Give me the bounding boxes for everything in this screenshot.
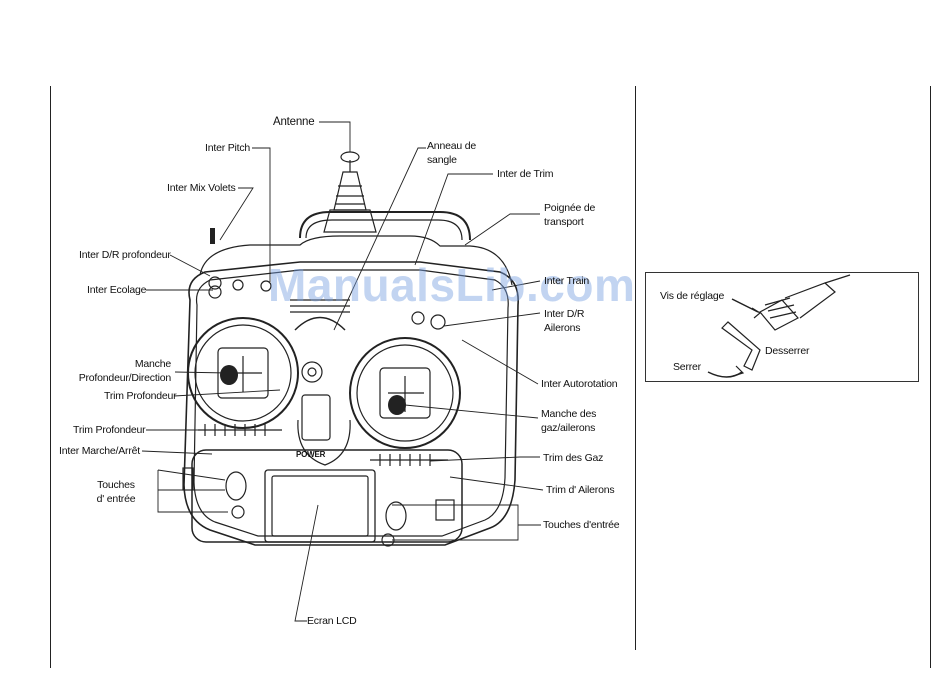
label-touches-entree-left: Touches d' entrée: [80, 478, 152, 506]
label-poignee-de-transport: Poignée de transport: [544, 201, 595, 229]
inset-label-serrer: Serrer: [673, 361, 701, 373]
label-inter-dr-line2: Ailerons: [544, 322, 581, 334]
label-antenne: Antenne: [273, 116, 315, 128]
inset-label-desserrer: Desserrer: [765, 345, 810, 357]
antenna-illustration: [323, 151, 377, 233]
label-inter-autorotation: Inter Autorotation: [541, 378, 618, 390]
label-inter-pitch: Inter Pitch: [205, 142, 251, 154]
transmitter-body: [182, 211, 519, 547]
label-inter-marche-arret: Inter Marche/Arrêt: [59, 445, 141, 457]
label-manche-gaz-ailerons: Manche des gaz/ailerons: [541, 407, 596, 435]
label-trim-profondeur-upper: Trim Profondeur: [104, 390, 177, 402]
inset-adjustment-box: [645, 272, 919, 382]
label-inter-mix-volets: Inter Mix Volets: [167, 182, 236, 194]
label-inter-dr-profondeur: Inter D/R profondeur: [79, 249, 171, 261]
label-anneau-line2: sangle: [427, 154, 457, 166]
inset-label-vis-reglage: Vis de réglage: [660, 290, 725, 302]
stick-tips: [210, 228, 406, 415]
label-touches-line1: Touches: [97, 479, 135, 491]
label-manche-line1: Manche: [134, 358, 171, 370]
label-ecran-lcd: Ecran LCD: [307, 615, 357, 627]
column-divider-rule: [635, 86, 636, 650]
label-anneau-de-sangle: Anneau de sangle: [427, 139, 476, 167]
label-trim-ailerons: Trim d' Ailerons: [546, 484, 615, 496]
watermark: ManualsLib.com: [268, 259, 636, 311]
leader-lines: [141, 121, 544, 622]
label-inter-de-trim: Inter de Trim: [497, 168, 554, 180]
label-inter-dr-line1: Inter D/R: [544, 308, 585, 320]
left-margin-rule: [50, 86, 51, 668]
label-poignee-line1: Poignée de: [544, 202, 596, 214]
label-anneau-line1: Anneau de: [427, 140, 476, 152]
label-trim-profondeur-lower: Trim Profondeur: [73, 424, 146, 436]
right-margin-rule: [930, 86, 931, 668]
label-manche-line2: Profondeur/Direction: [78, 372, 172, 384]
label-manche-gaz-line2: gaz/ailerons: [541, 422, 596, 434]
label-touches-line2: d' entrée: [96, 493, 136, 505]
label-trim-des-gaz: Trim des Gaz: [543, 452, 604, 464]
label-manche-gaz-line1: Manche des: [541, 408, 597, 420]
label-inter-train: Inter Train: [544, 275, 590, 287]
label-inter-dr-ailerons: Inter D/R Ailerons: [544, 307, 584, 335]
power-label: POWER: [296, 450, 326, 459]
label-manche-profondeur-direction: Manche Profondeur/Direction: [70, 357, 172, 385]
label-inter-ecolage: Inter Ecolage: [87, 284, 147, 296]
label-touches-entree-right: Touches d'entrée: [543, 519, 620, 531]
inset-illustration: [707, 274, 851, 378]
label-poignee-line2: transport: [544, 216, 584, 228]
